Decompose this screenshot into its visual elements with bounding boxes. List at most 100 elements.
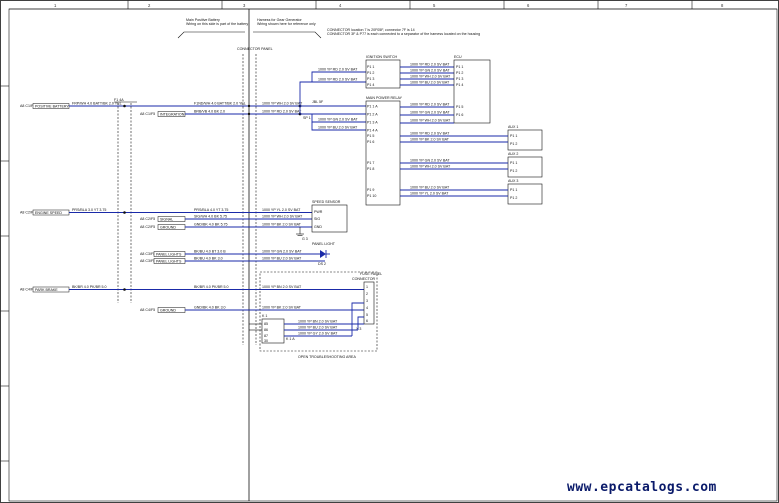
column-number: 8 <box>721 3 724 8</box>
column-number: 2 <box>148 3 151 8</box>
wire-label: GND/BK 4.0 BK 3.0 <box>194 306 226 310</box>
wire-label: 1000 YP GN 2.0 SV BAT <box>410 111 450 115</box>
wire-label: 1000 YP WH 2.0 SV BAT <box>262 215 303 219</box>
signal-label: GROUND <box>160 308 176 312</box>
module-title: AUX 1 <box>508 125 518 129</box>
pin-label: P1 6 <box>456 113 463 117</box>
connector-pin <box>247 104 251 108</box>
signal-label: POSITIVE BATTERY <box>35 104 69 108</box>
wire-label: 1000 YP BK 2.0 SV BAT <box>410 138 450 142</box>
wire-label: PRS/BLA 3.0 YT 3.75 <box>72 208 106 212</box>
wire-label: 1000 YP BK 2.0 SV BAT <box>262 306 302 310</box>
ecu-module: ECU P1 1 P1 2 P1 3 P1 4 P1 5 P1 6 <box>453 55 491 124</box>
pin-label: 87 <box>264 334 268 338</box>
pin-label: P1 4 A <box>367 129 378 133</box>
circuit-panel-lights: A8 C3/F5 PANEL LIGHTS BK/BU 4.0 BT 3.0 B… <box>140 242 336 266</box>
circuit-engine-speed: A8 C2/F5 ENGINE SPEED PRS/BLA 3.0 YT 3.7… <box>20 200 348 241</box>
signal-label: PANEL LIGHTS <box>156 259 182 263</box>
pin-label: P1 2 A <box>367 113 378 117</box>
wire-label: BK/BU 4.0 BT 3.0 B <box>194 250 226 254</box>
pin-label: 30 <box>264 339 268 343</box>
connector-pin <box>247 112 251 116</box>
wire-label: 1000 YP GN 2.0 SV BAT <box>318 118 358 122</box>
wire-label: 1000 YP BU 2.0 SV BAT <box>410 81 450 85</box>
connector-ref: X 3 <box>356 327 361 331</box>
pin-label: 86 <box>264 328 268 332</box>
connector-panel-label: CONNECTOR PANEL <box>237 47 273 51</box>
junction-label: JBL 5F <box>312 100 324 104</box>
pin-label: P1 5 <box>367 134 374 138</box>
pin-label: P1 2 <box>367 71 374 75</box>
module-box <box>507 183 543 205</box>
wire-label: 1000 YP GY 2.0 SV BAT <box>298 332 338 336</box>
pin-label: 2 <box>366 292 368 296</box>
module-title: AUX 2 <box>508 152 518 156</box>
wire-label: PRS/BLA 4.0 YT 3.75 <box>194 208 228 212</box>
module-title: ECU <box>454 55 462 59</box>
wire-label: 1000 YP BU 2.0 SV BAT <box>410 186 450 190</box>
wire-label: 1000 YP RD 2.0 SV BAT <box>410 63 450 67</box>
circuit-ref: A8 C4/F5 <box>20 287 35 291</box>
wire-label: BK/BU 4.0 BK 3.0 <box>194 257 223 261</box>
wire-label: GND/BK 4.0 BK 5.75 <box>194 223 228 227</box>
wire-label: 1000 YP GN 2.0 SV BAT <box>410 69 450 73</box>
led-icon <box>320 250 326 258</box>
signal-label: PANEL LIGHTS <box>156 252 182 256</box>
fuse-label: F1 4A <box>114 98 124 102</box>
wire-label: FRP/WH 4.0 BATT/BK 2.0 YEL <box>72 102 122 106</box>
wire-label: F1ND/WH 4.0 BATT/BK 2.0 YEL <box>194 102 246 106</box>
note-text: CONNECTOR location 7 is 20F05F, connecto… <box>327 28 415 32</box>
note-text: Wiring on this side is part of the batte… <box>186 22 248 26</box>
pin-label: P1 1 A <box>367 105 378 109</box>
pin-label: 5 <box>366 313 368 317</box>
pin-label: P1 3 <box>367 77 374 81</box>
column-number: 4 <box>339 3 342 8</box>
pin-label: P1 2 <box>510 169 517 173</box>
pin-label: GND <box>314 225 322 229</box>
circuit-ref: A8 C2/F5 <box>140 217 155 221</box>
column-number: 6 <box>527 3 530 8</box>
wire-label: 1000 YP RD 2.0 SV BAT <box>318 78 358 82</box>
circuit-ref: A8 C3/F5 <box>140 252 155 256</box>
circuit-ref: A8 C2/F5 <box>20 210 35 214</box>
wire-label: 1000 YP BN 2.0 SV BAT <box>262 285 302 289</box>
wire-label: 1000 YP BU 2.0 SV BAT <box>298 326 338 330</box>
module-box <box>311 204 348 233</box>
pin-label: P1 1 <box>456 65 463 69</box>
signal-label: PARK BRAKE <box>35 288 58 292</box>
module-box <box>365 100 401 206</box>
relay-ref: K 1 A <box>286 337 295 341</box>
circuit-ref: A8 C1/F5 <box>20 104 35 108</box>
module-title: AUX 3 <box>508 179 518 183</box>
connector-title: CONNECTOR <box>352 277 375 281</box>
note-text: Harness for Gear Generator <box>257 18 303 22</box>
ground-label: G 3 <box>302 237 308 241</box>
wire <box>311 122 366 131</box>
column-number: 1 <box>54 3 57 8</box>
pin-label: P1 9 <box>367 188 374 192</box>
pin-label: P1 8 <box>367 167 374 171</box>
pin-label: PWR <box>314 210 323 214</box>
relay-label: K 1 <box>262 314 267 318</box>
note-text: CONNECTOR 3F & P77 is each connected to … <box>327 32 480 36</box>
enclosure-caption: OPEN TROUBLESHOOTING AREA <box>298 355 356 359</box>
pin-label: 85 <box>264 322 268 326</box>
pin-label: P1 3 <box>456 77 463 81</box>
pin-label: 4 <box>366 306 368 310</box>
note-text: Wiring shown here for reference only <box>257 22 316 26</box>
module-title: IGNITION SWITCH <box>366 55 398 59</box>
wire-label: 1000 YP WH 2.0 SV BAT <box>262 102 303 106</box>
pin-label: P1 4 <box>456 83 463 87</box>
wire-label: 1000 YP BU 2.0 SV BAT <box>262 257 302 261</box>
led-ref: DS 2 <box>318 262 326 266</box>
wire-label: 1000 YP RD 2.0 SV BAT <box>318 68 358 72</box>
ignition-switch-module: IGNITION SWITCH P1 1 P1 2 P1 3 P1 4 1000… <box>365 55 454 89</box>
pin-label: P1 1 <box>510 161 517 165</box>
splice-note: Main Positive Battery Wiring on this sid… <box>177 18 248 39</box>
module-title: SPEED SENSOR <box>312 200 341 204</box>
splice-label: SP 1 <box>303 116 311 120</box>
module-box <box>507 129 543 151</box>
enclosure-title: FUSE PANEL <box>360 272 382 276</box>
pin-label: P1 7 <box>367 161 374 165</box>
